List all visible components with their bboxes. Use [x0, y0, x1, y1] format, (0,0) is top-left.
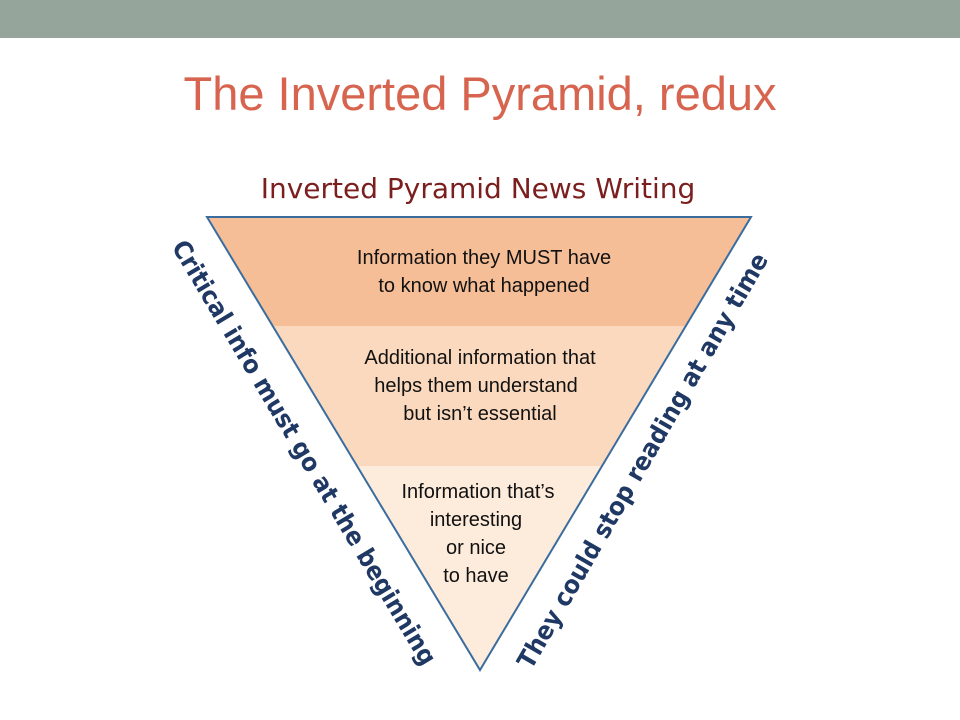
tier-3-line-1: Information that’s: [401, 481, 554, 503]
pyramid-outline: [205, 216, 753, 672]
tier-2-line-2: helps them understand: [374, 375, 577, 397]
tier-2-line-3: but isn’t essential: [403, 403, 556, 425]
tier-1-band: [207, 217, 751, 326]
tier-2-text: Additional information that helps them u…: [364, 347, 596, 425]
tier-1-line-2: to know what happened: [378, 275, 589, 297]
top-bar: [0, 0, 960, 38]
tier-1-line-1: Information they MUST have: [357, 247, 611, 269]
tier-3-text: Information that’s interesting or nice t…: [401, 481, 554, 587]
tier-3-line-3: or nice: [446, 537, 506, 559]
diagram-heading: Inverted Pyramid News Writing: [261, 172, 696, 205]
tier-2-line-1: Additional information that: [364, 347, 596, 369]
tier-3-line-2: interesting: [430, 509, 522, 531]
tier-3-line-4: to have: [443, 565, 509, 587]
tier-1-text: Information they MUST have to know what …: [357, 247, 611, 297]
slide-title: The Inverted Pyramid, redux: [183, 67, 777, 120]
